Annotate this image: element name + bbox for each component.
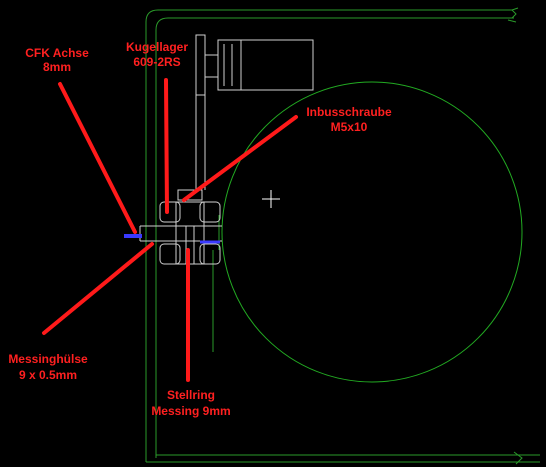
label-cfk-line1: CFK Achse xyxy=(25,46,89,60)
housing-frame xyxy=(145,7,540,465)
motor-cap xyxy=(195,34,206,96)
frame-top-break xyxy=(507,7,519,23)
screw-head xyxy=(177,189,203,201)
bearing-bottom-right xyxy=(199,243,221,265)
frame-outer xyxy=(145,9,517,462)
label-cfk-line2: 8mm xyxy=(43,60,71,74)
frame-inner xyxy=(155,17,514,458)
label-sleeve-line2: 9 x 0.5mm xyxy=(19,368,77,382)
leader-lines xyxy=(42,78,298,382)
label-screw-line2: M5x10 xyxy=(331,120,368,134)
leader-sleeve xyxy=(42,242,154,335)
leader-screw xyxy=(182,115,298,202)
labels: CFK Achse 8mm Kugellager 609-2RS Inbussc… xyxy=(8,40,392,418)
bearing-top-left xyxy=(159,201,181,223)
leader-cfk xyxy=(58,82,137,234)
label-bearing-line1: Kugellager xyxy=(126,40,188,54)
label-bearing-line2: 609-2RS xyxy=(133,55,180,69)
crosshair-icon xyxy=(262,190,280,208)
label-collar-line1: Stellring xyxy=(167,388,215,402)
label-screw-line1: Inbusschraube xyxy=(306,105,392,119)
label-sleeve-line1: Messinghülse xyxy=(8,352,88,366)
motor-assembly xyxy=(195,34,314,190)
bearing-bottom-left xyxy=(159,243,181,265)
leader-bearing xyxy=(164,78,169,214)
frame-bottom-break xyxy=(513,451,523,465)
wheel-circle xyxy=(221,81,523,383)
bearing-top-right xyxy=(199,201,221,223)
label-collar-line2: Messing 9mm xyxy=(151,404,230,418)
